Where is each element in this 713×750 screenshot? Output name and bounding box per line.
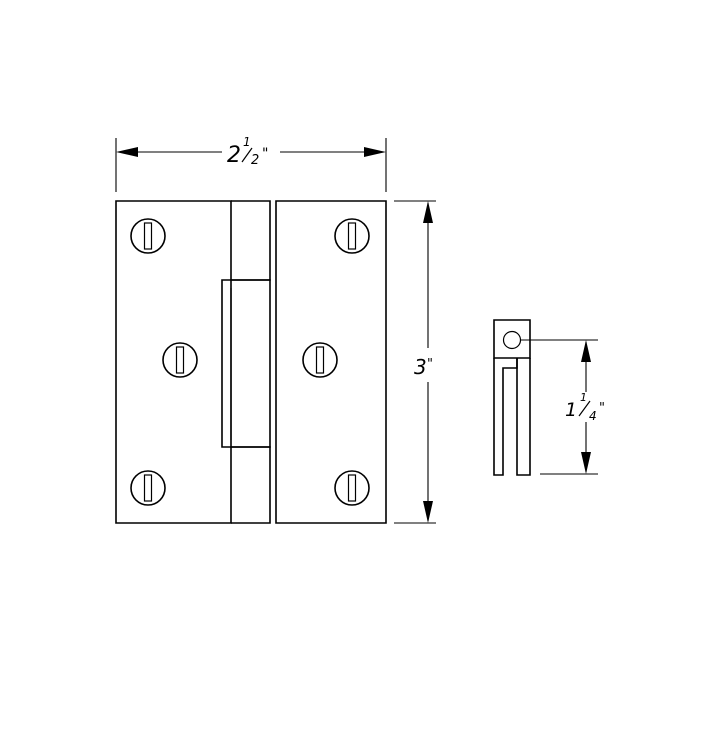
width-denominator: 2 (251, 153, 259, 168)
depth-whole: 1 (565, 399, 577, 421)
width-whole: 2 (227, 143, 241, 168)
screw-icon (334, 218, 370, 254)
hinge-side-view (493, 319, 531, 476)
height-whole: 3 (414, 355, 427, 379)
pin-icon (502, 330, 522, 350)
screw-icon (302, 342, 338, 378)
height-unit: " (427, 357, 433, 372)
screw-holes (130, 218, 370, 506)
depth-unit: " (599, 401, 605, 416)
width-dimension: 2 1 2 " (115, 135, 387, 192)
side-leaf-left (493, 358, 518, 476)
left-leaf-outline (115, 200, 232, 524)
left-knuckle (231, 200, 271, 281)
width-unit: " (262, 146, 268, 162)
right-hinge-leaf (275, 200, 387, 524)
height-dimension: 3 " (394, 200, 436, 524)
screw-icon (162, 342, 198, 378)
left-hinge-leaf (115, 200, 271, 524)
screw-icon (130, 470, 166, 506)
screw-icon (334, 470, 370, 506)
width-numerator: 1 (243, 135, 251, 149)
right-leaf-outline (275, 200, 387, 524)
depth-numerator: 1 (580, 391, 587, 404)
depth-dimension: 1 1 4 " (521, 339, 605, 475)
screw-icon (130, 218, 166, 254)
depth-denominator: 4 (589, 409, 597, 423)
center-plate (221, 279, 271, 448)
side-leaf-right (516, 358, 531, 476)
side-knuckle (493, 319, 531, 359)
